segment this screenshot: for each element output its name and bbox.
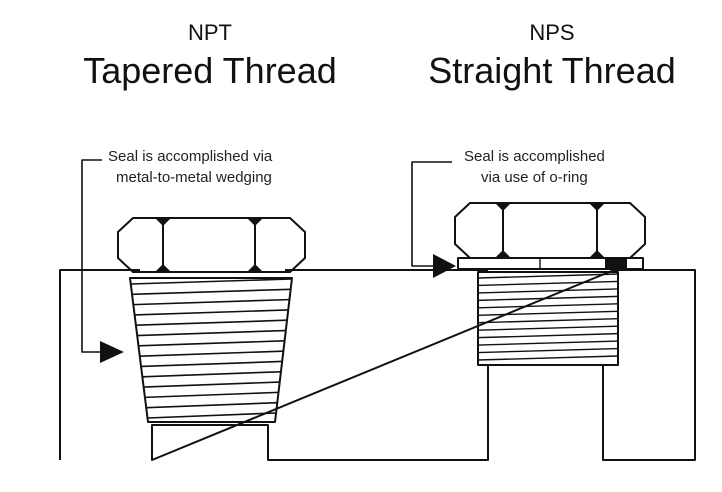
- npt-callout-arrow: [100, 341, 124, 363]
- nps-notch-bottom-right: [589, 250, 605, 258]
- nps-note-line-2: via use of o-ring: [481, 169, 588, 186]
- npt-note-line-1: Seal is accomplished via: [108, 148, 273, 165]
- npt-seal-note: Seal is accomplished via metal-to-metal …: [108, 146, 272, 188]
- nps-notch-top-right: [589, 203, 605, 211]
- npt-note-line-2: metal-to-metal wedging: [116, 169, 272, 186]
- fitting-body-outline: [59, 269, 696, 461]
- npt-thread-line: [144, 391, 278, 399]
- npt-thread-line: [132, 288, 291, 296]
- nps-oring: [605, 257, 627, 270]
- nps-thread-body: [477, 271, 619, 366]
- npt-thread-line: [146, 401, 277, 409]
- npt-thread-line: [130, 278, 292, 285]
- npt-thread-body: [129, 277, 293, 423]
- npt-thread-line: [137, 329, 286, 337]
- nps-callout-arrow: [433, 254, 456, 278]
- npt-notch-bottom-right: [247, 264, 263, 272]
- nps-thread-lines: [477, 273, 619, 361]
- nps-thread-line: [477, 355, 619, 361]
- npt-thread-line: [147, 412, 276, 419]
- npt-hex-nut: [117, 217, 306, 273]
- npt-thread-line: [139, 350, 283, 357]
- npt-thread-line: [141, 360, 282, 368]
- nps-leader-line: [411, 161, 452, 267]
- nps-thread-line: [477, 325, 619, 331]
- nps-note-line-1: Seal is accomplished: [464, 148, 605, 165]
- nps-notch-bottom-left: [495, 250, 511, 258]
- npt-title: Tapered Thread: [83, 50, 337, 91]
- npt-thread-line: [138, 340, 285, 347]
- npt-thread-lines: [130, 278, 292, 419]
- nps-notch-top-left: [495, 203, 511, 211]
- npt-thread-line: [134, 309, 288, 316]
- nps-thread-line: [477, 280, 619, 287]
- hex-notch-markers: [155, 203, 605, 272]
- nps-thread-line: [477, 303, 619, 309]
- npt-notch-top-right: [247, 218, 263, 226]
- nps-oring-washer: [457, 257, 644, 270]
- nps-thread-line: [477, 340, 619, 346]
- nps-thread-line: [477, 332, 619, 339]
- nps-thread-line: [477, 273, 619, 279]
- nps-hex-nut: [454, 202, 646, 259]
- nps-title: Straight Thread: [428, 50, 676, 91]
- npt-leader-line: [81, 159, 102, 353]
- nps-abbreviation: NPS: [529, 20, 575, 45]
- nps-thread-line: [477, 310, 619, 316]
- nps-thread-line: [477, 288, 619, 294]
- npt-thread-line: [135, 319, 287, 327]
- npt-thread-line: [143, 381, 280, 388]
- nps-seal-note: Seal is accomplished via use of o-ring: [464, 146, 605, 188]
- npt-thread-line: [133, 298, 289, 306]
- npt-notch-bottom-left: [155, 264, 171, 272]
- npt-notch-top-left: [155, 218, 171, 226]
- nps-thread-line: [477, 318, 619, 324]
- npt-thread-line: [142, 370, 281, 378]
- nps-thread-line: [477, 295, 619, 302]
- nps-thread-line: [477, 347, 619, 354]
- npt-abbreviation: NPT: [188, 20, 232, 45]
